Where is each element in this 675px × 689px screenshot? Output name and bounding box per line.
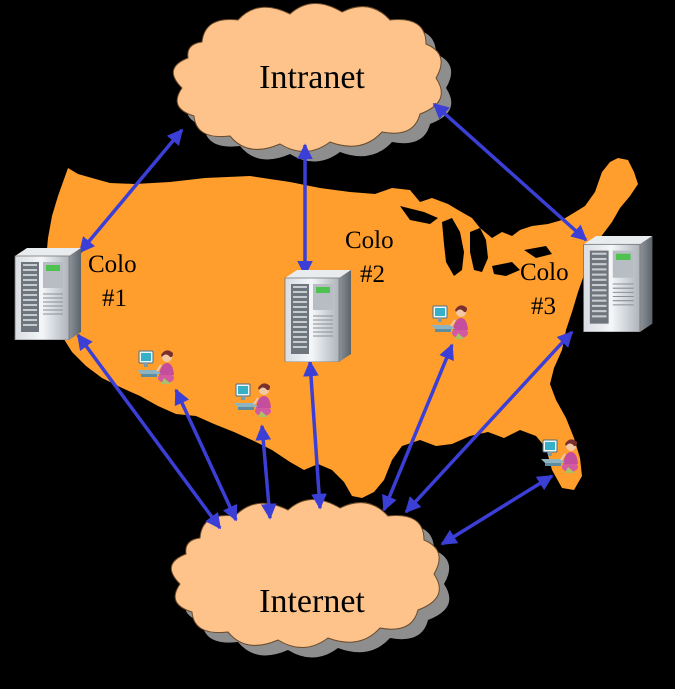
arrow-colo1-intranet <box>78 128 184 254</box>
internet-cloud: Internet <box>170 499 450 658</box>
arrow-colo3-internet <box>404 330 574 514</box>
server-icon <box>582 236 654 332</box>
colo-1-label-line1: Colo <box>88 251 137 278</box>
server-icon <box>14 248 82 340</box>
colo-3: Colo #3 <box>520 236 654 332</box>
internet-label: Internet <box>259 583 365 620</box>
arrow-user4-internet <box>440 474 554 546</box>
arrow-user2-internet <box>255 424 277 520</box>
colo-1-label-line2: #1 <box>102 285 127 312</box>
colo-3-label-line1: Colo <box>520 259 569 286</box>
colo-1: Colo #1 <box>14 248 137 340</box>
colo-2: Colo #2 <box>284 227 394 362</box>
arrow-colo3-intranet <box>432 102 588 242</box>
intranet-cloud-body <box>172 3 442 152</box>
intranet-label: Intranet <box>259 59 365 96</box>
arrow-user1-internet <box>174 388 238 522</box>
colo-2-label-line1: Colo <box>345 227 394 254</box>
arrow-colo2-internet <box>303 360 327 510</box>
colo-3-label-line2: #3 <box>531 293 556 320</box>
connections <box>76 102 588 546</box>
server-icon <box>284 270 352 362</box>
intranet-cloud: Intranet <box>172 3 452 162</box>
internet-cloud-body <box>170 499 440 648</box>
colo-2-label-line2: #2 <box>360 261 385 288</box>
